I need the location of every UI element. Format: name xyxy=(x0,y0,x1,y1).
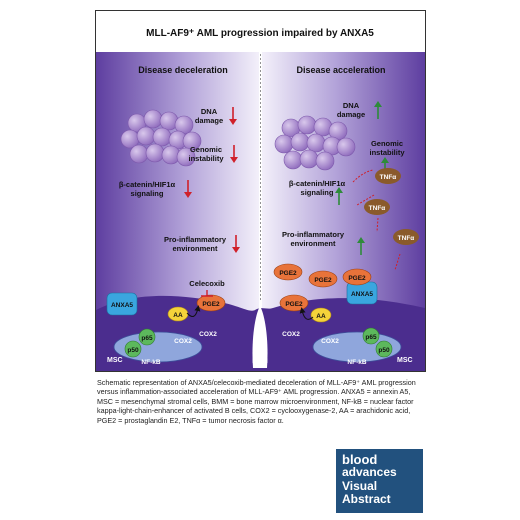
left-pge2-label: PGE2 xyxy=(202,301,220,308)
tnfa-molecule: TNFα xyxy=(364,199,390,215)
right-p65-label: p65 xyxy=(365,334,377,341)
right-beta-label-1: β-catenin/HIF1α xyxy=(289,179,346,188)
right-aa-to-pge2-arrow xyxy=(299,307,314,320)
figure-title: MLL-AF9⁺ AML progression impaired by ANX… xyxy=(146,28,374,39)
badge-line-1: blood xyxy=(342,452,378,467)
right-p50: p50 xyxy=(375,340,393,358)
pge2-molecule: PGE2 xyxy=(342,268,372,286)
tnfa-label: TNFα xyxy=(369,205,386,212)
left-proinf-label-1: Pro-inflammatory xyxy=(164,235,227,244)
right-genomic-label-2: instability xyxy=(369,148,405,157)
celecoxib-label: Celecoxib xyxy=(189,279,225,288)
right-beta-label-2: signaling xyxy=(301,188,334,197)
left-genomic-label-1: Genomic xyxy=(190,145,222,154)
right-aml-cell-cluster xyxy=(274,115,356,171)
tnfa-molecule: TNFα xyxy=(375,168,401,184)
badge-line-4: Abstract xyxy=(342,492,391,506)
up-arrow-icon xyxy=(374,101,382,119)
caption-line: PGE2 = prostaglandin E2, TNFα = tumor ne… xyxy=(97,415,284,425)
left-proinf-label-2: environment xyxy=(172,244,218,253)
badge-line-2: advances xyxy=(342,465,397,479)
tnfa-label: TNFα xyxy=(380,174,397,181)
pge2-label: PGE2 xyxy=(314,277,332,284)
right-proinf-label-2: environment xyxy=(290,239,336,248)
left-p65: p65 xyxy=(138,328,156,346)
left-msc-label: MSC xyxy=(107,357,123,364)
pge2-label: PGE2 xyxy=(279,270,297,277)
right-nfkb-label: NF-kB xyxy=(347,359,366,366)
up-arrow-icon xyxy=(357,237,365,255)
right-aa: AA xyxy=(310,307,332,323)
left-anxa5-label: ANXA5 xyxy=(111,302,133,309)
right-cox2-label: COX2 xyxy=(282,331,300,338)
pge2-molecule: PGE2 xyxy=(273,263,303,281)
left-beta-label-1: β-catenin/HIF1α xyxy=(119,180,176,189)
pge2-molecule: PGE2 xyxy=(308,270,338,288)
caption-line: versus inflammation-associated accelerat… xyxy=(97,387,411,397)
right-p65: p65 xyxy=(362,327,380,345)
bmm-label: BMM xyxy=(252,358,268,365)
left-aa: AA xyxy=(167,306,189,322)
right-cox2-nuc-label: COX2 xyxy=(321,338,339,345)
figure-caption: Schematic representation of ANXA5/celeco… xyxy=(97,378,423,425)
right-msc-label: MSC xyxy=(397,357,413,364)
visual-abstract-figure: MLL-AF9⁺ AML progression impaired by ANX… xyxy=(95,10,426,372)
right-dna-label-1: DNA xyxy=(343,101,360,110)
up-arrow-icon xyxy=(335,187,343,205)
right-genomic-label-1: Genomic xyxy=(371,139,403,148)
right-pge2-label: PGE2 xyxy=(285,301,303,308)
left-beta-label-2: signaling xyxy=(131,189,164,198)
left-aa-to-pge2-arrow xyxy=(186,305,201,318)
left-pge2: PGE2 xyxy=(196,294,226,312)
left-dna-label-2: damage xyxy=(195,116,223,125)
down-arrow-icon xyxy=(232,235,240,253)
celecoxib-inhibit-icon xyxy=(201,290,213,297)
caption-line: kappa-light-chain-enhancer of activated … xyxy=(97,406,411,416)
left-aa-label: AA xyxy=(173,312,183,319)
down-arrow-icon xyxy=(184,180,192,198)
right-pge2: PGE2 xyxy=(279,294,309,312)
left-anxa5-receptor: ANXA5 xyxy=(106,292,138,316)
left-nfkb-label: NF-kB xyxy=(141,359,160,366)
bmm-gap xyxy=(252,306,268,368)
left-p50: p50 xyxy=(124,340,142,358)
blood-advances-visual-abstract-badge: blood advances Visual Abstract xyxy=(336,449,423,513)
right-anxa5-receptor: ANXA5 xyxy=(346,281,378,305)
right-proinf-label-1: Pro-inflammatory xyxy=(282,230,345,239)
left-dna-label-1: DNA xyxy=(201,107,218,116)
pge2-label: PGE2 xyxy=(348,275,366,282)
left-p50-label: p50 xyxy=(127,347,139,354)
left-genomic-label-2: instability xyxy=(188,154,224,163)
right-anxa5-label: ANXA5 xyxy=(351,291,373,298)
left-heading: Disease deceleration xyxy=(138,65,228,75)
right-dna-label-2: damage xyxy=(337,110,365,119)
left-p65-label: p65 xyxy=(141,335,153,342)
left-cox2-label: COX2 xyxy=(199,331,217,338)
caption-line: Schematic representation of ANXA5/celeco… xyxy=(97,378,416,387)
tnfa-molecule: TNFα xyxy=(393,229,419,245)
badge-line-3: Visual xyxy=(342,479,378,493)
down-arrow-icon xyxy=(230,145,238,163)
caption-line: MSC = mesenchymal stromal cells, BMM = b… xyxy=(97,396,414,406)
left-aml-cell-cluster xyxy=(120,109,202,167)
right-aa-label: AA xyxy=(316,313,326,320)
right-heading: Disease acceleration xyxy=(296,65,385,75)
down-arrow-icon xyxy=(229,107,237,125)
left-cox2-nuc-label: COX2 xyxy=(174,338,192,345)
right-p50-label: p50 xyxy=(378,347,390,354)
tnfa-label: TNFα xyxy=(398,235,415,242)
